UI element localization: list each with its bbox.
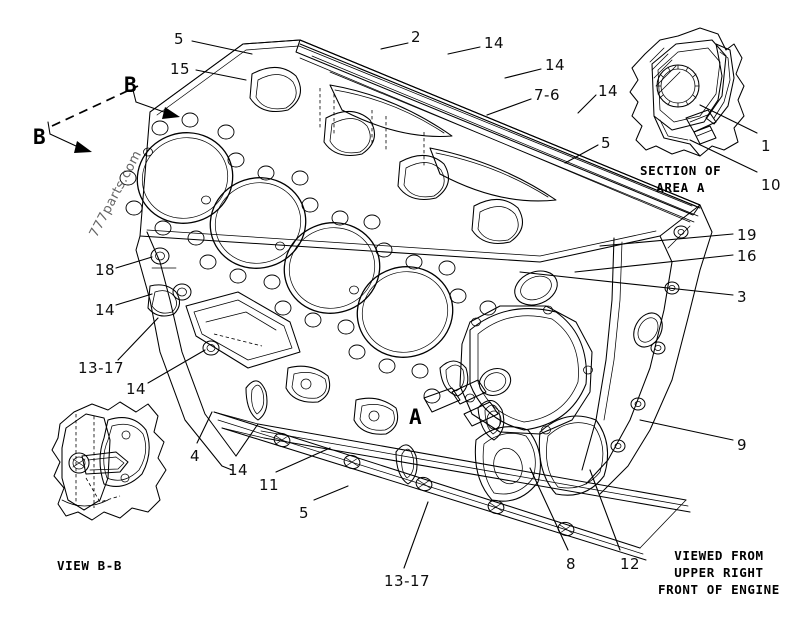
leader-line-14 [447,46,481,55]
area-letter-a: A [409,405,422,429]
leader-line-11 [275,447,331,473]
callout-14-bottom[interactable]: 14 [228,461,249,479]
lifter-bore-bosses [245,380,505,485]
leader-line-14 [577,94,597,114]
callout-14-left-low[interactable]: 14 [126,380,147,398]
callout-14-top-a[interactable]: 14 [484,34,505,52]
leader-line-7-6 [486,98,532,116]
callout-11[interactable]: 11 [259,476,280,494]
leader-line-5 [191,40,253,55]
leader-line-14 [235,423,259,457]
rear-face-flange [581,204,713,495]
leader-line-3 [519,271,734,296]
leader-line-13-17 [403,501,429,569]
callout-3[interactable]: 3 [737,288,748,306]
callout-12[interactable]: 12 [620,555,641,573]
leader-line-14 [147,349,206,384]
leader-line-16 [574,254,734,273]
detail-view-b-b [51,401,167,521]
callout-9[interactable]: 9 [737,436,748,454]
callout-4[interactable]: 4 [190,447,201,465]
leader-line-14 [504,68,542,79]
leader-line-12 [589,469,621,551]
callout-10[interactable]: 10 [761,176,782,194]
callout-2[interactable]: 2 [411,28,422,46]
leader-line-10 [689,139,758,173]
section-letter-b-upper: B [124,73,137,97]
top-deck-chamfer [146,45,693,257]
leader-line-5 [564,144,599,164]
section-cut-b-b [47,85,180,153]
detail-section-area-a [629,27,745,157]
callout-16[interactable]: 16 [737,247,758,265]
front-lower-detail [423,360,469,413]
caption-viewed-from: VIEWED FROM UPPER RIGHT FRONT OF ENGINE [658,548,780,597]
leader-line-14 [115,293,153,306]
callout-7-6[interactable]: 7-6 [534,86,560,104]
section-letter-b-lower: B [33,125,46,149]
callout-13-17-bottom[interactable]: 13-17 [384,572,431,590]
leader-line-1 [699,104,758,134]
intake-port-windows-inner [255,74,519,242]
callout-5-top-left[interactable]: 5 [174,30,185,48]
callout-1[interactable]: 1 [761,137,772,155]
callout-18[interactable]: 18 [95,261,116,279]
callout-leader-lines [115,40,758,569]
leader-line-5 [313,485,349,501]
caption-view-b-b: VIEW B-B [57,558,123,573]
cylinder-bores [136,132,454,358]
rear-seal-bore [474,415,609,502]
leader-line-15 [195,69,247,81]
leader-line-19 [599,233,734,247]
leader-line-13-17 [117,317,159,361]
leader-line-9 [639,419,734,441]
leader-line-8 [529,467,569,551]
callout-13-17-left[interactable]: 13-17 [78,359,125,377]
leader-line-4 [196,411,213,444]
callout-14-top-b[interactable]: 14 [545,56,566,74]
main-cap-bolt-bosses [273,432,575,537]
head-bolt-holes [119,112,497,404]
valley-rail-casting [295,39,701,223]
leader-line-18 [115,256,153,269]
callout-5-right-top[interactable]: 5 [601,134,612,152]
callout-14-left[interactable]: 14 [95,301,116,319]
callout-8[interactable]: 8 [566,555,577,573]
callout-19[interactable]: 19 [737,226,758,244]
leader-line-2 [380,42,409,50]
callout-5-bottom[interactable]: 5 [299,504,310,522]
callout-15[interactable]: 15 [170,60,191,78]
hidden-passage-lines [319,88,425,166]
intake-port-windows [249,66,524,245]
callout-14-top-c[interactable]: 14 [598,82,619,100]
mounting-pads [285,365,399,435]
caption-section-of-area-a: SECTION OF AREA A [640,163,722,195]
rear-adapter-housing [451,270,593,435]
left-side-face [135,231,301,471]
